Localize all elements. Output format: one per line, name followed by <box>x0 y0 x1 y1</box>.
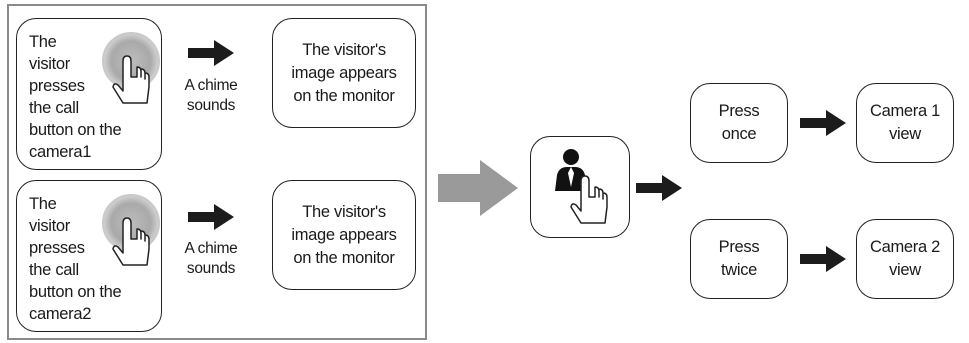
arrow-to-monitor-button <box>438 160 518 216</box>
camera2-view-box: Camera 2 view <box>856 219 954 299</box>
arrow-twice <box>800 246 846 272</box>
monitor-button-box <box>530 136 630 238</box>
chime-label-1: A chime sounds <box>184 77 238 114</box>
monitor-button-icon <box>555 149 608 224</box>
press-once-box: Press once <box>690 83 788 163</box>
visitor-text-camera1: The visitor presses the call button on t… <box>29 33 122 161</box>
finger-press-icon <box>102 32 160 104</box>
monitor-image-box-2: The visitor's image appears on the monit… <box>272 180 416 290</box>
visitor-box-camera2: The visitor presses the call button on t… <box>16 180 162 332</box>
camera1-view-box: Camera 1 view <box>856 83 954 163</box>
arrow-once <box>800 110 846 136</box>
visitor-box-camera1: The visitor presses the call button on t… <box>16 18 162 170</box>
arrow-to-options <box>636 175 682 201</box>
monitor-image-box-1: The visitor's image appears on the monit… <box>272 18 416 128</box>
arrow-chime-1 <box>188 40 234 66</box>
visitor-text-camera2: The visitor presses the call button on t… <box>29 195 122 323</box>
press-twice-box: Press twice <box>690 219 788 299</box>
chime-label-2: A chime sounds <box>184 240 238 277</box>
finger-press-icon <box>102 194 160 266</box>
arrow-chime-2 <box>188 204 234 230</box>
